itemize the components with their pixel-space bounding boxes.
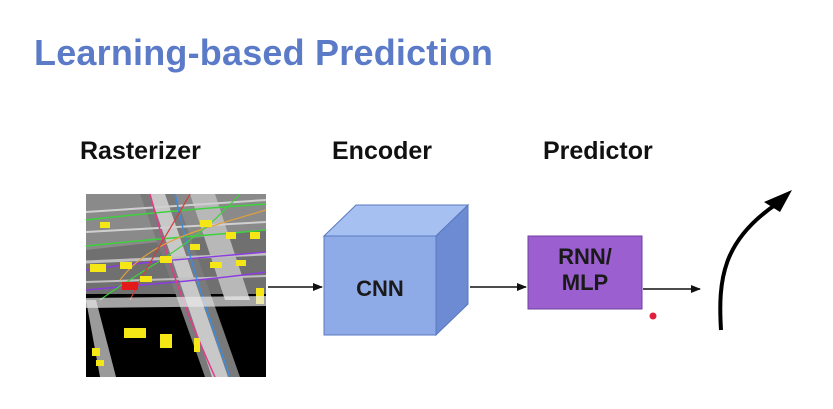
predictor-box: [527, 235, 643, 310]
raster-map-image: [86, 194, 266, 377]
pointer-dot: [649, 312, 657, 320]
cnn-label: CNN: [356, 276, 404, 301]
curved-arrow-icon: [718, 190, 792, 331]
cnn-cube: [322, 203, 470, 337]
rnn-mlp-label: RNN/ MLP: [558, 244, 612, 295]
rasterizer-label: Rasterizer: [80, 137, 201, 165]
encoder-label: Encoder: [332, 137, 433, 165]
slide-title: Learning-based Prediction: [34, 32, 494, 73]
predictor-label: Predictor: [543, 137, 653, 165]
